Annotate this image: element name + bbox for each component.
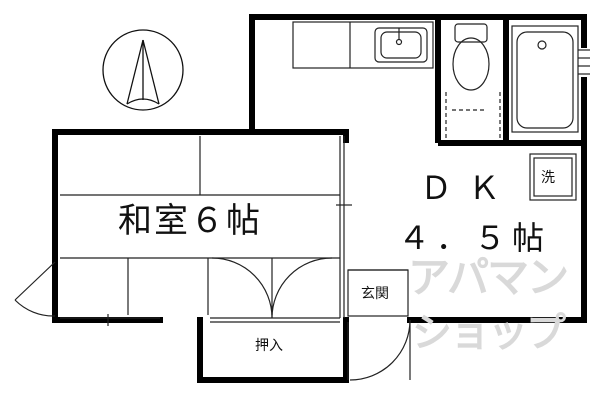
- bathtub-icon: [511, 25, 590, 133]
- washer-label: 洗: [541, 170, 555, 186]
- room-size-dk: ４．５帖: [398, 219, 551, 257]
- washer-icon: [529, 153, 577, 201]
- sink-icon: [374, 27, 428, 63]
- room-label-genkan: 玄関: [361, 286, 389, 302]
- toilet-icon: [445, 23, 501, 138]
- room-label-washitsu: 和室６帖: [118, 201, 262, 241]
- interior-lines: [14, 21, 434, 381]
- wet-area-walls: [435, 17, 584, 146]
- room-label-oshiire: 押入: [255, 338, 283, 354]
- room-label-dk: ＤＫ: [420, 169, 517, 207]
- north-arrow-icon: [102, 29, 184, 111]
